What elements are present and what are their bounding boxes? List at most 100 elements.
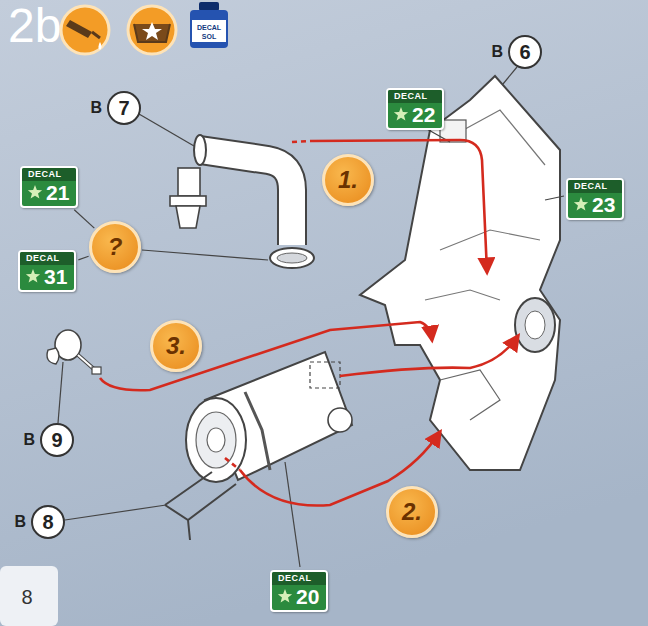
decal-row: 20 [272, 585, 326, 610]
decal-heading: DECAL [388, 90, 442, 103]
page-panel [0, 566, 58, 626]
leader-connector [74, 210, 94, 228]
step-marker: 1. [322, 154, 374, 206]
line-art [200, 150, 292, 245]
line-art [292, 141, 310, 142]
star-symbol [278, 589, 292, 603]
decal-badge: DECAL22 [386, 88, 444, 130]
decal-row: 31 [20, 265, 74, 290]
decal-badge: DECAL20 [270, 570, 328, 612]
line-art [207, 428, 225, 452]
decal-heading: DECAL [272, 572, 326, 585]
line-art [270, 248, 314, 268]
leader-connector [78, 256, 88, 260]
star-symbol [277, 588, 293, 604]
line-art [340, 336, 518, 376]
line-art [139, 114, 194, 146]
decal-row: 23 [568, 193, 622, 218]
cylinder-part [165, 352, 352, 540]
part-number: 9 [40, 423, 74, 457]
decal-number: 23 [592, 194, 615, 215]
step-marker: 2. [386, 486, 438, 538]
assembly-arrows [100, 140, 518, 506]
line-art [99, 42, 102, 50]
step-number: 1. [338, 168, 358, 192]
line-art [142, 22, 162, 40]
housing-part [360, 76, 560, 470]
decal-number: 22 [412, 104, 435, 125]
bottle-label: DECAL [197, 24, 221, 31]
step-marker: 3. [150, 320, 202, 372]
star-symbol [574, 197, 588, 211]
decal-number: 21 [46, 182, 69, 203]
part-prefix: B [14, 513, 26, 531]
line-art [194, 135, 206, 165]
line-art [190, 10, 228, 48]
star-symbol [394, 107, 408, 121]
line-art [200, 150, 292, 245]
star-symbol [573, 196, 589, 212]
decal-row: 22 [388, 103, 442, 128]
line-art [525, 311, 545, 339]
part-prefix: B [491, 43, 503, 61]
decal-badge: DECAL31 [18, 250, 76, 292]
line-art [142, 250, 268, 260]
line-art [360, 76, 560, 470]
line-art [310, 362, 340, 388]
part-prefix: B [90, 99, 102, 117]
star-symbol [26, 269, 40, 283]
line-art [310, 140, 487, 272]
part-callout: B9 [23, 423, 74, 457]
part-callout: B7 [90, 91, 141, 125]
line-art [92, 32, 100, 38]
line-art [165, 472, 236, 540]
decal-badge: DECAL21 [20, 166, 78, 208]
line-art [503, 67, 517, 84]
step-marker: ? [89, 221, 141, 273]
decal-number: 20 [296, 586, 319, 607]
line-art [328, 408, 352, 432]
part-number: 7 [107, 91, 141, 125]
line-art [66, 20, 92, 38]
line-art [61, 6, 109, 54]
star-symbol [27, 184, 43, 200]
line-art [515, 298, 555, 352]
glue-icon [61, 6, 109, 54]
water-tray-icon [128, 6, 176, 54]
small-part [47, 330, 101, 374]
line-art [199, 2, 219, 11]
step-number: ? [108, 235, 123, 259]
line-art [47, 348, 59, 364]
line-art [170, 196, 206, 206]
decal-number: 31 [44, 266, 67, 287]
part-callout: B6 [491, 35, 542, 69]
star-symbol [28, 185, 42, 199]
bottle-label: SOL [202, 33, 216, 40]
line-art [178, 168, 200, 196]
line-art [128, 6, 176, 54]
line-art [285, 462, 300, 567]
line-art [186, 398, 246, 482]
part-prefix: B [23, 431, 35, 449]
step-number: 3. [166, 334, 186, 358]
line-art [92, 367, 101, 374]
line-art [245, 392, 270, 470]
decal-solution-bottle [190, 2, 228, 48]
star-symbol [25, 268, 41, 284]
decal-heading: DECAL [20, 252, 74, 265]
page-number: 8 [21, 587, 32, 607]
line-art [225, 458, 240, 470]
line-art [58, 362, 63, 423]
part-number: 8 [31, 505, 65, 539]
decal-heading: DECAL [568, 180, 622, 193]
line-art [545, 196, 564, 200]
pipe-part [170, 135, 314, 268]
step-number: 2. [402, 500, 422, 524]
star-symbol [393, 106, 409, 122]
line-art [176, 206, 200, 228]
decal-heading: DECAL [22, 168, 76, 181]
